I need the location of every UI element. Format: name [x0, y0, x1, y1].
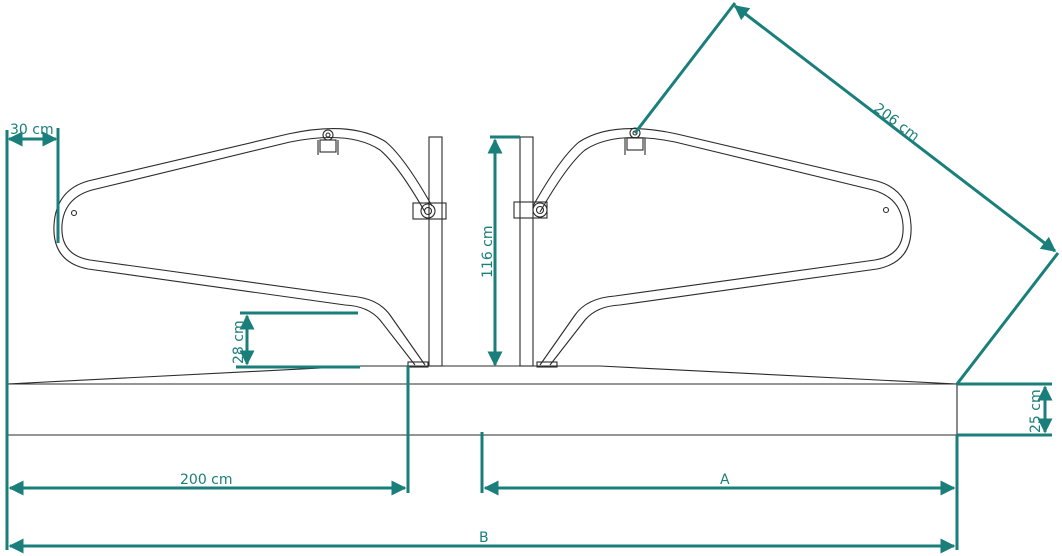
- dimension-30: 30 cm: [5, 122, 60, 550]
- right-post: [519, 136, 558, 368]
- left-handrail: [53, 128, 433, 366]
- label-30: 30 cm: [10, 122, 54, 138]
- dimension-b: B: [8, 530, 956, 554]
- dimension-116: 116 cm: [480, 135, 520, 367]
- right-handrail: [532, 128, 912, 366]
- dimension-200: 200 cm: [8, 366, 410, 496]
- base-platform: [6, 365, 958, 436]
- label-28: 28 cm: [231, 320, 247, 364]
- dimension-25: 25 cm: [957, 382, 1053, 437]
- label-a: A: [720, 472, 730, 488]
- label-25: 25 cm: [1028, 389, 1044, 433]
- dimension-206: 206 cm: [633, 2, 1060, 385]
- dimension-a: A: [480, 432, 959, 550]
- label-206: 206 cm: [871, 100, 923, 144]
- label-200: 200 cm: [180, 472, 233, 488]
- dimension-28: 28 cm: [231, 311, 360, 369]
- left-clamp-top: [317, 129, 339, 155]
- right-clamp-top: [624, 127, 646, 155]
- right-clamp-post: [513, 201, 548, 219]
- label-116: 116 cm: [480, 225, 496, 278]
- left-post: [407, 136, 443, 368]
- label-b: B: [479, 530, 489, 546]
